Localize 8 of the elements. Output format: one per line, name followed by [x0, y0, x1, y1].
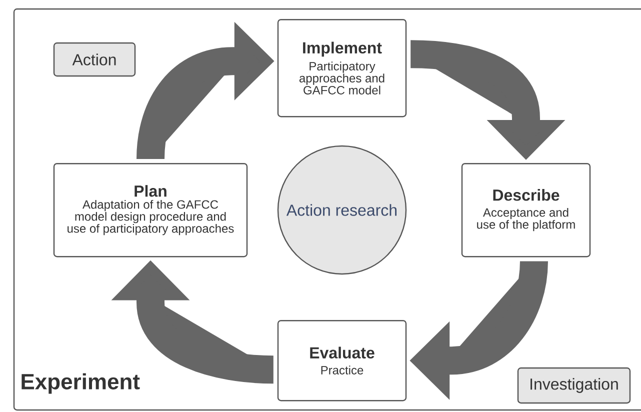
category-box: Action — [53, 42, 136, 77]
step-box: Plan Adaptation of the GAFCC model design procedure and use of participatory approaches — [53, 163, 248, 258]
experiment-frame — [13, 8, 641, 411]
category-box: Investigation — [517, 367, 631, 404]
step-box: Describe Acceptance and use of the platform — [461, 163, 591, 258]
frame-heading: Experiment — [22, 373, 140, 394]
step-box: Implement Participatory approaches and GAFCC model — [277, 19, 407, 118]
step-box: Evaluate Practice — [277, 320, 407, 402]
